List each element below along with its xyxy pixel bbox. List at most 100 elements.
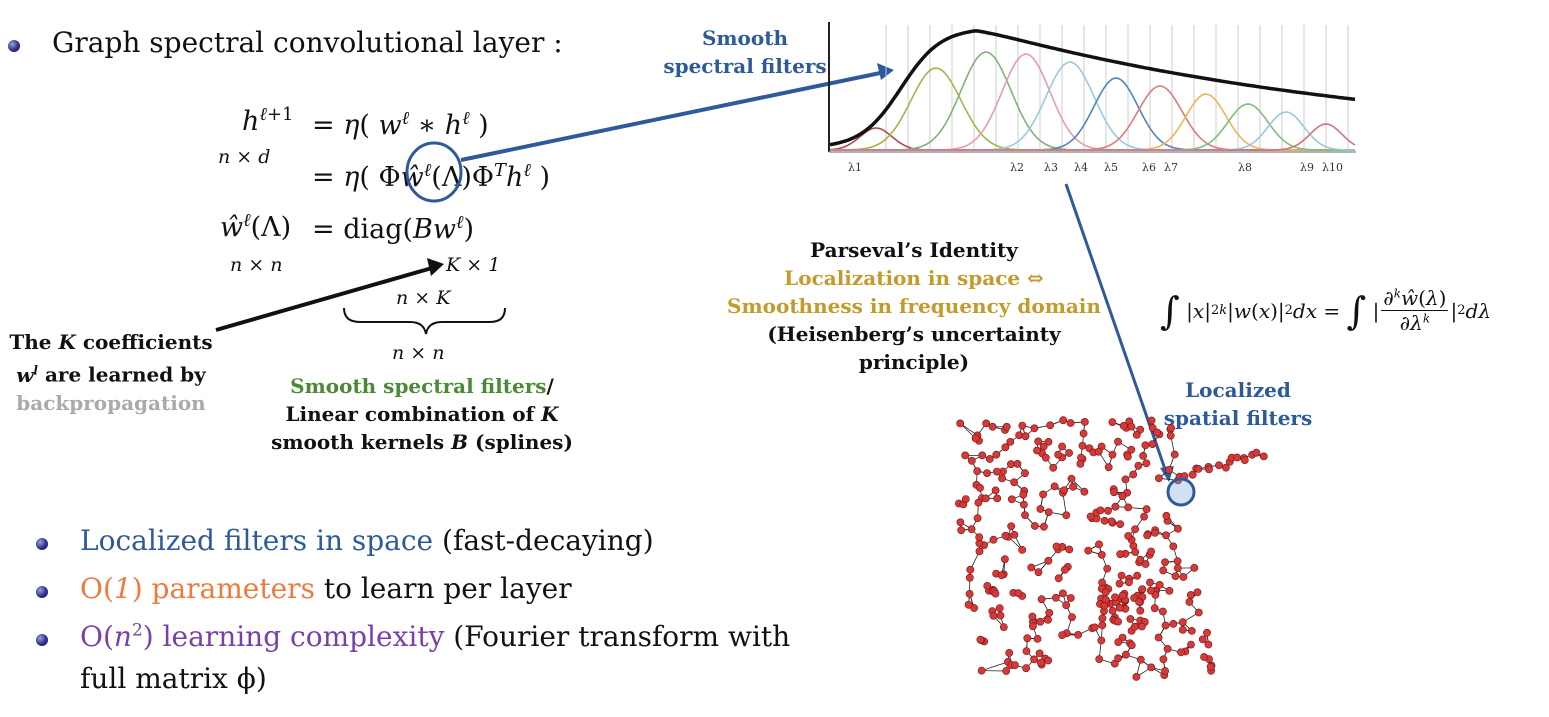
graph-node bbox=[1001, 531, 1010, 540]
spline-line2: Linear combination of K bbox=[285, 402, 559, 426]
graph-node bbox=[1030, 655, 1038, 664]
localized-filter-highlight-icon bbox=[1166, 477, 1196, 507]
graph-node bbox=[1058, 631, 1066, 639]
graph-node bbox=[1074, 630, 1083, 639]
parseval-block: Parseval’s Identity Localization in spac… bbox=[724, 236, 1104, 376]
graph-node bbox=[993, 467, 1001, 476]
graph-node bbox=[983, 581, 992, 590]
graph-node bbox=[1020, 500, 1028, 509]
bullet2-colored: O(1) parameters bbox=[80, 572, 315, 605]
graph-node bbox=[976, 484, 984, 492]
graph-node bbox=[1097, 636, 1106, 645]
graph-node bbox=[1058, 442, 1066, 451]
graph-node bbox=[1033, 446, 1041, 455]
graph-node bbox=[1142, 505, 1151, 514]
graph-node bbox=[1018, 545, 1027, 554]
graph-node bbox=[1104, 506, 1112, 515]
graph-node bbox=[1115, 603, 1124, 612]
graph-node bbox=[965, 573, 974, 582]
arrow-to-graph-icon bbox=[1064, 183, 1168, 473]
graph-node bbox=[1215, 461, 1223, 470]
graph-node bbox=[1133, 571, 1142, 580]
graph-node bbox=[1124, 578, 1133, 587]
title-bullet-icon bbox=[8, 40, 20, 52]
graph-node bbox=[998, 474, 1006, 483]
graph-node bbox=[977, 666, 986, 675]
eq-line3-lhs-dim: n × n bbox=[230, 254, 283, 276]
dim-n-by-k: n × K bbox=[396, 287, 451, 309]
graph-node bbox=[1078, 441, 1087, 450]
graph-node bbox=[1146, 578, 1154, 587]
graph-node bbox=[1141, 560, 1150, 568]
graph-node bbox=[1178, 618, 1187, 627]
graph-node bbox=[1052, 593, 1060, 602]
graph-node bbox=[1206, 662, 1215, 671]
tick-label: λ7 bbox=[1164, 161, 1178, 174]
graph-node bbox=[967, 525, 976, 533]
graph-node bbox=[1068, 613, 1076, 622]
graph-node bbox=[1059, 589, 1067, 598]
graph-node bbox=[1037, 658, 1045, 667]
graph-node bbox=[1114, 617, 1122, 626]
graph-node bbox=[1069, 482, 1077, 491]
graph-node bbox=[1029, 622, 1037, 631]
graph-node bbox=[1001, 443, 1010, 452]
graph-node bbox=[1124, 503, 1133, 512]
graph-node bbox=[1097, 550, 1106, 559]
graph-node bbox=[1173, 557, 1182, 566]
graph-node bbox=[1187, 640, 1195, 649]
graph-node bbox=[1118, 492, 1127, 500]
graph-node bbox=[991, 589, 1000, 598]
graph-node bbox=[1221, 463, 1230, 472]
parseval-gold-line1: Localization in space ⇔ bbox=[784, 266, 1044, 290]
bullet3-text-line2: full matrix ϕ) bbox=[80, 662, 267, 695]
graph-node bbox=[1179, 573, 1188, 581]
graph-node bbox=[1054, 450, 1062, 459]
graph-node bbox=[1194, 608, 1203, 617]
graph-node bbox=[1150, 604, 1159, 613]
graph-node bbox=[1098, 614, 1107, 623]
graph-node bbox=[1098, 621, 1107, 630]
graph-node bbox=[1010, 478, 1018, 487]
graph-node bbox=[1135, 598, 1143, 606]
graph-node bbox=[1153, 428, 1161, 437]
graph-node bbox=[1141, 441, 1150, 450]
graph-node bbox=[1204, 640, 1213, 649]
graph-node bbox=[1132, 672, 1141, 681]
spline-green-text: Smooth spectral filters bbox=[290, 374, 547, 398]
graph-node bbox=[974, 498, 983, 507]
eq-line1-lhs-dim: n × d bbox=[218, 146, 271, 168]
graph-node bbox=[1021, 469, 1029, 478]
graph-node bbox=[1066, 419, 1075, 427]
graph-node bbox=[973, 467, 982, 475]
graph-node bbox=[1044, 508, 1053, 516]
graph-node bbox=[1147, 416, 1156, 425]
graph-node bbox=[1177, 648, 1185, 657]
graph-node bbox=[1259, 452, 1268, 461]
graph-node bbox=[973, 514, 982, 523]
graph-node bbox=[1173, 524, 1182, 533]
graph-node bbox=[956, 419, 965, 428]
graph-node bbox=[1205, 465, 1213, 474]
tick-label: λ9 bbox=[1300, 161, 1314, 174]
graph-node bbox=[1044, 656, 1053, 665]
graph-node bbox=[1050, 482, 1059, 491]
kernel-curve bbox=[830, 53, 1355, 151]
graph-node bbox=[965, 589, 974, 598]
graph-node bbox=[1065, 545, 1074, 554]
graph-node bbox=[1036, 617, 1045, 626]
graph-node bbox=[989, 611, 998, 620]
graph-node bbox=[1119, 421, 1128, 430]
graph-node bbox=[1163, 644, 1172, 653]
graph-node bbox=[1127, 445, 1136, 454]
bullet3-icon bbox=[36, 634, 48, 646]
graph-node bbox=[1007, 522, 1016, 531]
graph-node bbox=[1104, 463, 1113, 472]
graph-node bbox=[1108, 418, 1117, 427]
graph-node bbox=[961, 451, 970, 460]
graph-node bbox=[1121, 650, 1130, 659]
graph-node bbox=[1049, 463, 1058, 472]
spline-note: Smooth spectral filters/ Linear combinat… bbox=[262, 372, 582, 456]
